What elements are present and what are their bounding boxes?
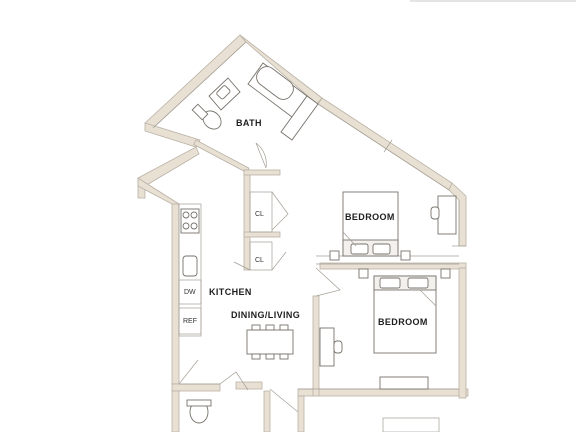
closet-label-2: CL <box>255 257 264 264</box>
desk-chair-1 <box>430 195 457 235</box>
bath-door-swing <box>255 142 267 169</box>
kitchen-counter <box>178 203 202 337</box>
lower-toilet <box>186 399 212 424</box>
room-label-dining-living: DINING/LIVING <box>231 310 300 320</box>
nightstand-1a <box>329 250 340 261</box>
wall-bottom-right <box>297 388 469 397</box>
top-edge-bar <box>410 0 576 2</box>
room-label-kitchen: KITCHEN <box>209 287 252 297</box>
toilet <box>191 103 222 130</box>
wall-closet-top <box>243 169 281 176</box>
closet-label-1: CL <box>255 211 264 218</box>
desk-chair-2 <box>319 327 343 367</box>
closet-2-door <box>233 251 287 271</box>
dining-table <box>246 324 294 360</box>
wall-kitchen-left <box>171 203 180 385</box>
dresser <box>379 376 429 390</box>
lower-bed-edge <box>382 417 440 432</box>
wall-closet-col <box>243 169 251 271</box>
walls <box>137 34 469 432</box>
nightstand-2b <box>440 268 451 279</box>
wall-bottom-left <box>171 383 221 392</box>
wall-right-lower <box>458 267 467 399</box>
wall-bath-bottom <box>193 139 250 174</box>
dishwasher: DW <box>178 279 202 305</box>
cooktop-icon <box>180 208 200 234</box>
nightstand-1b <box>400 250 411 261</box>
entry-door-swing <box>178 359 249 391</box>
room-label-bedroom-2: BEDROOM <box>378 317 428 327</box>
wall-bedroom2-left <box>312 295 320 397</box>
refrigerator-label: REF <box>183 318 197 325</box>
room-label-bedroom-1: BEDROOM <box>345 212 395 222</box>
bedroom-2-door-swing <box>315 267 341 297</box>
lower-door-swing <box>269 388 299 413</box>
bed-1 <box>342 191 399 257</box>
wall-bedroom-divider <box>319 262 467 270</box>
wall-lower-right <box>297 395 305 432</box>
sink-icon <box>182 255 198 277</box>
wall-bottom-mid <box>235 381 263 390</box>
closet-2-box <box>249 241 273 271</box>
closet-1-door <box>271 191 289 231</box>
room-label-bath: BATH <box>236 118 262 128</box>
refrigerator: REF <box>178 307 202 335</box>
vanity-sink <box>208 77 241 111</box>
inner-lines <box>152 41 466 390</box>
wall-kitchen-top <box>137 177 181 205</box>
wall-lower-left <box>171 390 180 432</box>
wall-closet-mid <box>243 231 281 238</box>
wall-bedroom-top <box>317 97 453 191</box>
closet-1-box <box>249 191 273 233</box>
wall-lower-mid <box>263 390 271 432</box>
dishwasher-label: DW <box>184 289 196 296</box>
wall-kitchen-diagonal <box>144 122 201 148</box>
bed-2 <box>373 275 437 354</box>
nightstand-2a <box>358 268 369 279</box>
bath-glass-panel <box>280 95 319 141</box>
